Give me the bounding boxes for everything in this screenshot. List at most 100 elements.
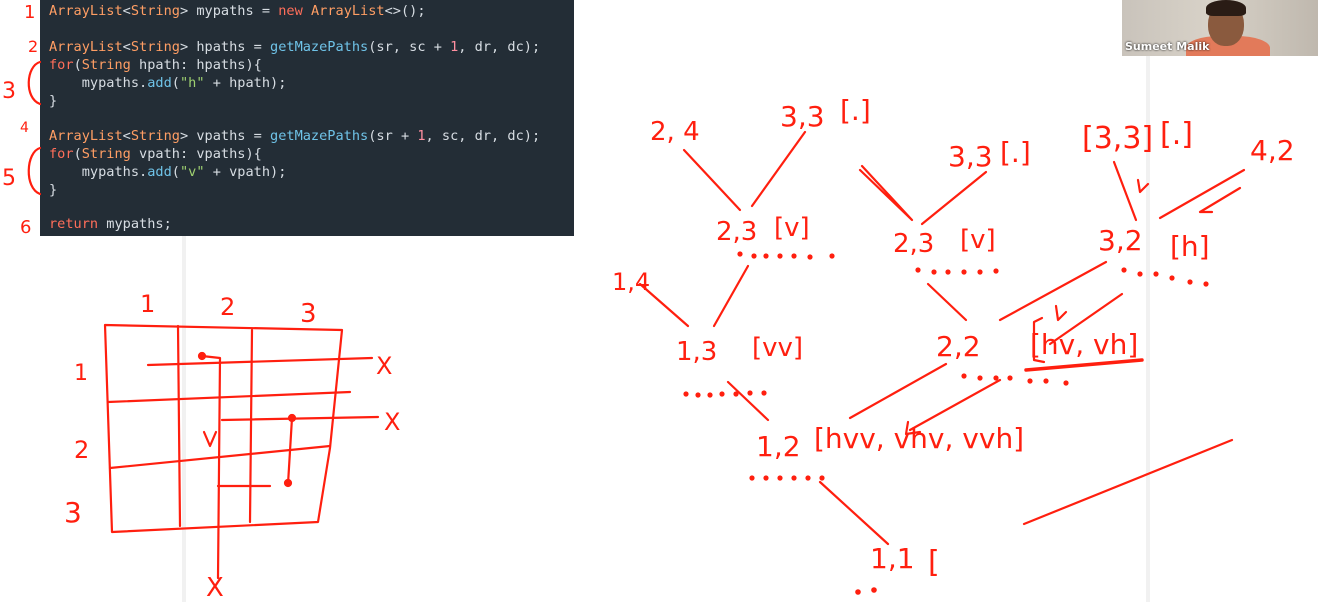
code-token: ( [368, 128, 377, 144]
tree-node-list: [.] [840, 94, 871, 127]
code-token: String [130, 128, 180, 144]
tree-node-list: [v] [960, 225, 996, 255]
recursion-tree-sketch: 2, 4 3,3 [.] 3,3 [.] [3,3] [.] 4,2 2,3 [… [612, 94, 1295, 595]
code-line: for(String hpath: hpaths){ [49, 56, 262, 74]
code-line: mypaths.add("v" + vpath); [49, 163, 287, 181]
tree-node-label: [3,3] [1082, 121, 1153, 156]
code-token: , [491, 39, 508, 55]
presenter-name: Sumeet Malik [1125, 40, 1210, 53]
code-line: mypaths.add("h" + hpath); [49, 74, 287, 92]
code-token: dc [507, 128, 524, 144]
tree-node-label: 1,1 [870, 542, 915, 575]
code-line: ArrayList<String> vpaths = getMazePaths(… [49, 127, 540, 145]
code-token: mypaths [81, 75, 140, 91]
code-token: = [253, 128, 271, 144]
tree-node-list: [hv, vh] [1030, 328, 1138, 361]
tree-edge [1054, 304, 1068, 322]
tree-node-label: 3,2 [1098, 224, 1143, 257]
tree-node-label: 1,2 [756, 430, 801, 463]
grid-out-of-bounds-mark: X [376, 352, 392, 380]
code-token: > [179, 3, 197, 19]
page-guide-right [1146, 0, 1150, 602]
code-token: = [253, 39, 271, 55]
page-guide-left [182, 0, 186, 602]
code-token: dr [474, 39, 492, 55]
presenter-hair [1206, 0, 1246, 16]
code-token: : [179, 57, 197, 73]
tree-edge [712, 264, 750, 328]
margin-number: 6 [20, 217, 31, 238]
code-token: , [392, 39, 410, 55]
code-token: hpaths [196, 39, 254, 55]
margin-number: 5 [2, 166, 16, 191]
webcam-video: Sumeet Malik [1122, 0, 1318, 56]
tree-node-label: 3,3 [948, 140, 993, 173]
tree-node-label: 4,2 [1250, 134, 1295, 167]
margin-annotations: 1 2 3 4 5 6 [2, 2, 42, 238]
code-line: } [49, 92, 57, 110]
grid-col-label: 2 [220, 293, 235, 321]
tree-node-list: [v] [774, 213, 810, 243]
code-token: , [491, 128, 508, 144]
tree-edge [1136, 178, 1150, 194]
code-token: mypaths [81, 164, 140, 180]
tree-node-list: [h] [1170, 230, 1210, 263]
tree-edge [1112, 160, 1138, 222]
tree-edge [926, 282, 968, 322]
code-token: , [458, 128, 475, 144]
tree-node-label: 2,2 [936, 330, 981, 363]
tree-node-list: [.] [1160, 117, 1193, 152]
code-token: , [425, 128, 442, 144]
code-token: + [433, 39, 451, 55]
tree-edge [1158, 168, 1246, 220]
code-token: mypaths [196, 3, 262, 19]
code-token: String [130, 3, 180, 19]
presenter-body [1186, 36, 1270, 56]
code-token: for [49, 57, 74, 73]
margin-number: 4 [20, 120, 29, 136]
code-token: hpaths [196, 57, 246, 73]
tree-node-label: 1,4 [612, 268, 650, 296]
tree-edge [750, 130, 807, 208]
code-token: ( [368, 39, 377, 55]
margin-number: 2 [28, 37, 38, 56]
code-token: ); [523, 39, 541, 55]
code-line: for(String vpath: vpaths){ [49, 145, 262, 163]
tree-node-label: 2,3 [716, 217, 757, 247]
code-token: dc [507, 39, 524, 55]
code-token: 1 [450, 39, 459, 55]
code-token: ( [171, 75, 180, 91]
code-token: ){ [245, 57, 262, 73]
tree-node-label: 2,3 [893, 229, 934, 259]
code-token: mypaths [106, 216, 164, 232]
code-token: 1 [417, 128, 426, 144]
tree-edge [920, 170, 988, 226]
code-token: . [139, 164, 148, 180]
maze-grid-sketch: 1 2 3 1 2 3 X X X [64, 290, 400, 602]
bracket-h-loop [27, 60, 42, 106]
code-token: sc [441, 128, 459, 144]
tree-edge [904, 420, 922, 436]
code-token: ){ [245, 146, 262, 162]
tree-edge [998, 260, 1108, 322]
tree-node-list: [ [928, 545, 940, 580]
code-token: ( [171, 164, 180, 180]
code-token: > [179, 128, 197, 144]
grid-col-label: 3 [300, 299, 317, 329]
code-token: ); [270, 164, 287, 180]
tree-node-list: [hvv, vhv, vvh] [814, 422, 1024, 455]
code-token: add [147, 164, 172, 180]
bracket-stroke [1032, 316, 1046, 364]
code-token: String [81, 146, 140, 162]
code-line: } [49, 181, 57, 199]
code-token: ArrayList [49, 3, 123, 19]
tree-node-label: 3,3 [780, 100, 825, 133]
code-line: return mypaths; [49, 215, 172, 233]
tree-node-list: [.] [1000, 136, 1031, 169]
tree-edge [908, 378, 1002, 432]
code-token: } [49, 93, 58, 109]
grid-col-label: 1 [140, 290, 155, 318]
grid-row-label: 3 [64, 496, 82, 529]
code-token: ); [523, 128, 541, 144]
